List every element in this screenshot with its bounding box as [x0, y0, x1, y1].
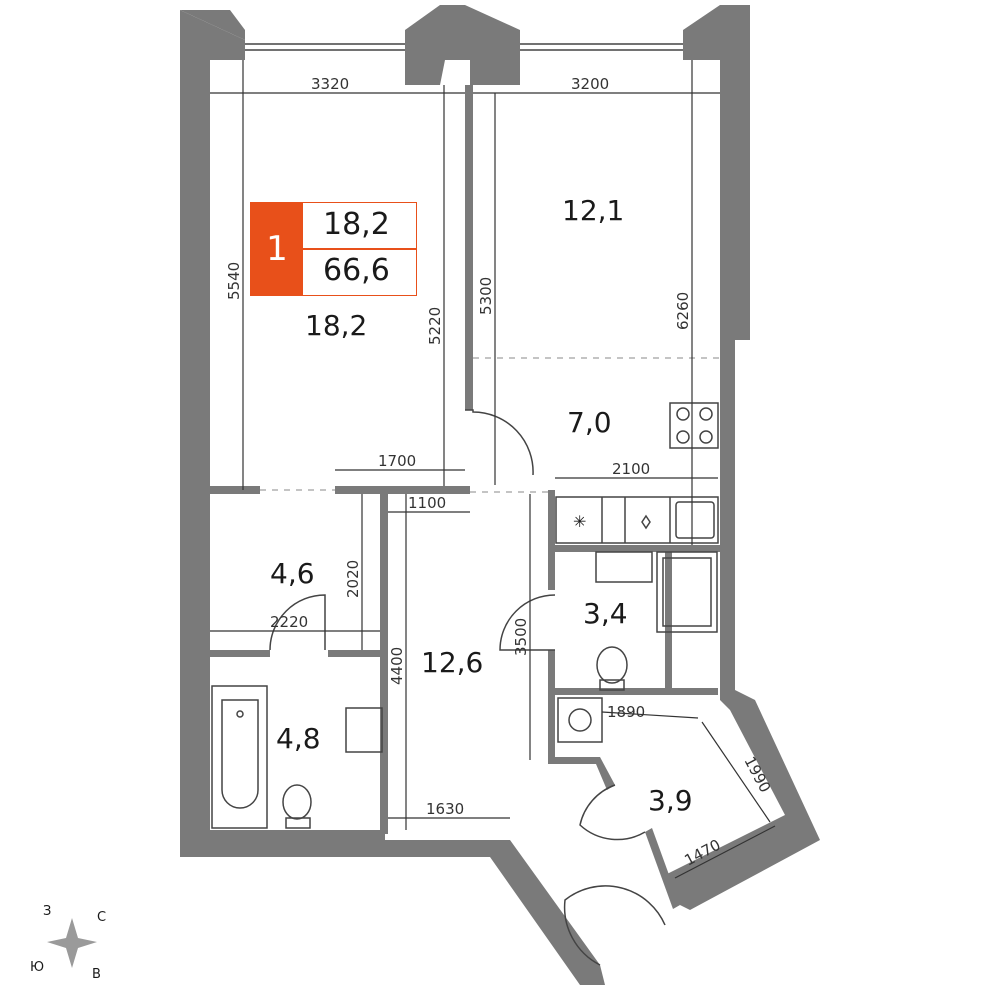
dim-label: 1700 — [378, 452, 416, 470]
dimension-lines — [210, 60, 776, 879]
partition-living-bottom-mid — [335, 486, 470, 494]
compass-label-south: Ю — [30, 960, 44, 975]
washer-icon — [641, 514, 651, 530]
badge-divider — [303, 248, 416, 250]
sink-icon-shower — [595, 551, 653, 583]
dim-label: 1890 — [607, 703, 645, 721]
sink-icon — [675, 501, 715, 539]
partition-entry-angle — [548, 757, 615, 790]
living-area-value: 18,2 — [323, 207, 390, 242]
windows — [245, 43, 683, 51]
room-area-shower: 3,4 — [583, 597, 628, 630]
partition-storage-bath-left — [210, 650, 270, 657]
partition-living-bedroom — [465, 85, 473, 410]
outer-wall-top-left — [180, 10, 245, 40]
fridge-icon: ✳ — [573, 512, 586, 531]
rooms-count: 1 — [266, 229, 288, 269]
partition-living-bottom-left — [210, 486, 260, 494]
door-shower — [499, 594, 556, 651]
room-area-entry: 3,9 — [648, 784, 693, 817]
partition-storage-hall — [380, 494, 388, 834]
door-entry-main — [563, 885, 666, 966]
room-area-storage: 4,6 — [270, 557, 315, 590]
dim-label: 2020 — [344, 560, 362, 598]
sink-icon-bath — [345, 707, 383, 753]
dim-label: 3500 — [512, 618, 530, 656]
door-bathroom — [269, 594, 326, 651]
doors — [269, 409, 666, 966]
partition-storage-bath-right — [328, 650, 383, 657]
dim-label: 2100 — [612, 460, 650, 478]
bathtub-icon — [211, 685, 268, 829]
dim-label: 1100 — [408, 494, 446, 512]
partition-shower-left — [548, 490, 555, 590]
compass-label-west: З — [43, 904, 51, 919]
outer-wall-left — [180, 10, 605, 985]
door-bedroom — [465, 409, 534, 476]
dim-label: 1630 — [426, 800, 464, 818]
shower-icon — [656, 551, 718, 633]
total-area-value: 66,6 — [323, 253, 390, 288]
room-area-bathroom: 4,8 — [276, 722, 321, 755]
partition-kitchen-bottom — [548, 545, 720, 552]
dim-label: 2220 — [270, 613, 308, 631]
apartment-badge: 1 18,2 66,6 — [250, 202, 417, 296]
room-area-kitchen: 7,0 — [567, 406, 612, 439]
pillar-top-middle — [405, 5, 520, 85]
room-area-hall: 12,6 — [421, 646, 483, 679]
dim-label: 5300 — [477, 277, 495, 315]
compass-icon: З С Ю В — [30, 904, 106, 982]
room-area-bedroom: 12,1 — [562, 194, 624, 227]
outer-wall-right-lower — [665, 690, 820, 910]
partition-shower-left-lower — [548, 650, 555, 690]
dim-label: 5220 — [426, 307, 444, 345]
outer-wall-top-right — [683, 5, 750, 690]
compass-label-north: С — [97, 910, 106, 925]
dim-label: 6260 — [674, 292, 692, 330]
door-entry-inner — [579, 784, 646, 841]
compass-label-east: В — [92, 967, 101, 982]
partition-entry-lower — [645, 828, 680, 909]
zone-lines — [260, 357, 720, 493]
dim-label: 4400 — [388, 647, 406, 685]
room-area-living: 18,2 — [305, 309, 367, 342]
toilet-icon — [596, 646, 628, 684]
dim-label: 3200 — [571, 75, 609, 93]
walls — [180, 5, 820, 985]
toilet-icon-bath — [282, 784, 312, 820]
kitchen-counter — [555, 496, 719, 544]
partition-shower-right — [665, 552, 672, 688]
partition-shower-bottom — [548, 688, 718, 695]
dim-label: 3320 — [311, 75, 349, 93]
rooms-count-box: 1 — [251, 203, 303, 295]
washer-icon-entry — [557, 697, 603, 743]
partition-entry-left — [548, 695, 555, 757]
fixtures: ✳ — [211, 402, 719, 829]
stove-icon — [669, 402, 719, 449]
dim-label: 5540 — [225, 262, 243, 300]
